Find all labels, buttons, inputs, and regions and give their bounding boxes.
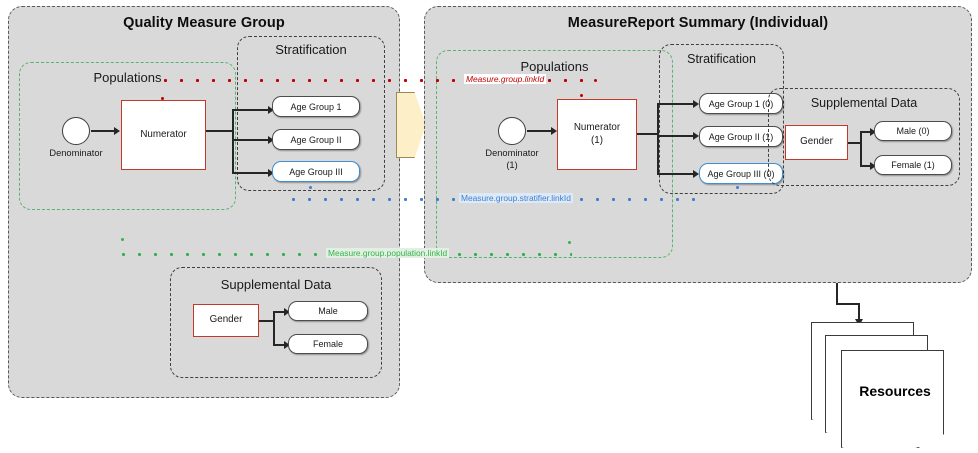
group-link-label: Measure.group.linkId: [464, 74, 547, 84]
right-den-num-connector: [527, 130, 552, 132]
stratifier-tick-right: [736, 186, 739, 189]
right-arrow-group2: [693, 132, 699, 140]
stratifier-link-label: Measure.group.stratifier.linkId: [459, 193, 573, 203]
left-arrow-group3: [268, 169, 274, 177]
resources-label: Resources: [859, 383, 931, 399]
left-stratification-title: Stratification: [275, 42, 347, 57]
right-arrow-group3: [693, 170, 699, 178]
left-gender-to-female: [273, 344, 286, 346]
right-gender-to-female: [860, 165, 872, 167]
population-link-label: Measure.group.population.linkId: [326, 248, 450, 258]
group-link-tick-right-numerator-2: [580, 94, 583, 97]
left-gender-vertical: [273, 311, 275, 345]
left-branch-to-group3: [232, 172, 270, 174]
left-gender-node[interactable]: Gender: [193, 304, 259, 337]
right-supplemental-item-1[interactable]: Female (1): [874, 155, 952, 175]
right-strat-item-2[interactable]: Age Group III (0): [699, 163, 783, 184]
left-supplemental-item-0[interactable]: Male: [288, 301, 368, 321]
right-branch-to-group1: [657, 103, 695, 105]
right-den-num-arrowhead: [551, 127, 557, 135]
group-link-tick-numerator: [161, 97, 164, 100]
left-supplemental-item-1[interactable]: Female: [288, 334, 368, 354]
right-supplemental-container: Supplemental Data: [768, 88, 960, 186]
left-arrow-group1: [268, 106, 274, 114]
resources-doc-front[interactable]: [841, 350, 944, 448]
right-numerator-count: (1): [591, 134, 603, 146]
output-connector-vertical-1: [836, 283, 838, 305]
left-gender-to-male: [273, 311, 286, 313]
left-den-num-arrowhead: [114, 127, 120, 135]
left-stratification-container: Stratification: [237, 36, 385, 191]
left-arrow-group2: [268, 136, 274, 144]
right-arrow-male: [870, 128, 876, 136]
right-denominator-count: (1): [506, 159, 518, 170]
left-populations-title: Populations: [93, 70, 162, 85]
left-branch-trunk: [206, 130, 234, 132]
right-branch-trunk: [637, 133, 659, 135]
right-panel-title: MeasureReport Summary (Individual): [567, 15, 829, 31]
right-branch-vertical: [657, 103, 659, 175]
right-gender-node[interactable]: Gender: [785, 125, 848, 160]
right-populations-title: Populations: [520, 59, 589, 74]
left-supplemental-container: Supplemental Data: [170, 267, 382, 378]
left-populations-container: Populations: [19, 62, 236, 210]
right-gender-vertical: [860, 131, 862, 166]
right-arrow-female: [870, 162, 876, 170]
right-strat-item-1[interactable]: Age Group II (1): [699, 126, 783, 147]
right-numerator-text: Numerator: [573, 122, 621, 134]
right-denominator-label: Denominator (1): [474, 148, 550, 171]
right-branch-to-group2: [657, 135, 695, 137]
left-supplemental-title: Supplemental Data: [220, 277, 332, 292]
population-tick-right: [568, 241, 571, 244]
right-denominator-node[interactable]: [498, 117, 526, 145]
right-denominator-text: Denominator: [485, 148, 539, 158]
right-stratification-title: Stratification: [687, 52, 756, 66]
left-branch-to-group1: [232, 109, 270, 111]
output-connector-horizontal: [836, 303, 860, 305]
left-branch-to-group2: [232, 139, 270, 141]
left-denominator-node[interactable]: [62, 117, 90, 145]
right-branch-to-group3: [657, 173, 695, 175]
left-panel-title: Quality Measure Group: [123, 15, 285, 31]
population-tick-left: [121, 238, 124, 241]
group-link-tick-right-numerator: [594, 79, 597, 82]
left-arrow-female: [284, 341, 290, 349]
left-denominator-label: Denominator: [49, 148, 103, 158]
stratifier-tick-left: [309, 186, 312, 189]
left-strat-item-2[interactable]: Age Group III: [272, 161, 360, 182]
left-strat-item-1[interactable]: Age Group II: [272, 129, 360, 150]
right-strat-item-0[interactable]: Age Group 1 (0): [699, 93, 783, 114]
left-branch-vertical: [232, 109, 234, 174]
right-populations-container: Populations: [436, 50, 673, 258]
right-numerator-node[interactable]: Numerator (1): [557, 99, 637, 170]
right-supplemental-title: Supplemental Data: [810, 96, 918, 110]
right-gender-trunk: [848, 142, 862, 144]
group-link-line: [164, 79, 590, 82]
left-numerator-node[interactable]: Numerator: [121, 100, 206, 170]
right-supplemental-item-0[interactable]: Male (0): [874, 121, 952, 141]
right-arrow-group1: [693, 100, 699, 108]
left-gender-trunk: [259, 320, 275, 322]
right-gender-to-male: [860, 131, 872, 133]
right-stratification-container: Stratification: [659, 44, 784, 194]
output-connector-vertical-2: [858, 303, 860, 321]
left-strat-item-0[interactable]: Age Group 1: [272, 96, 360, 117]
transition-arrow-icon: [396, 92, 426, 158]
left-den-num-connector: [91, 130, 115, 132]
left-arrow-male: [284, 308, 290, 316]
